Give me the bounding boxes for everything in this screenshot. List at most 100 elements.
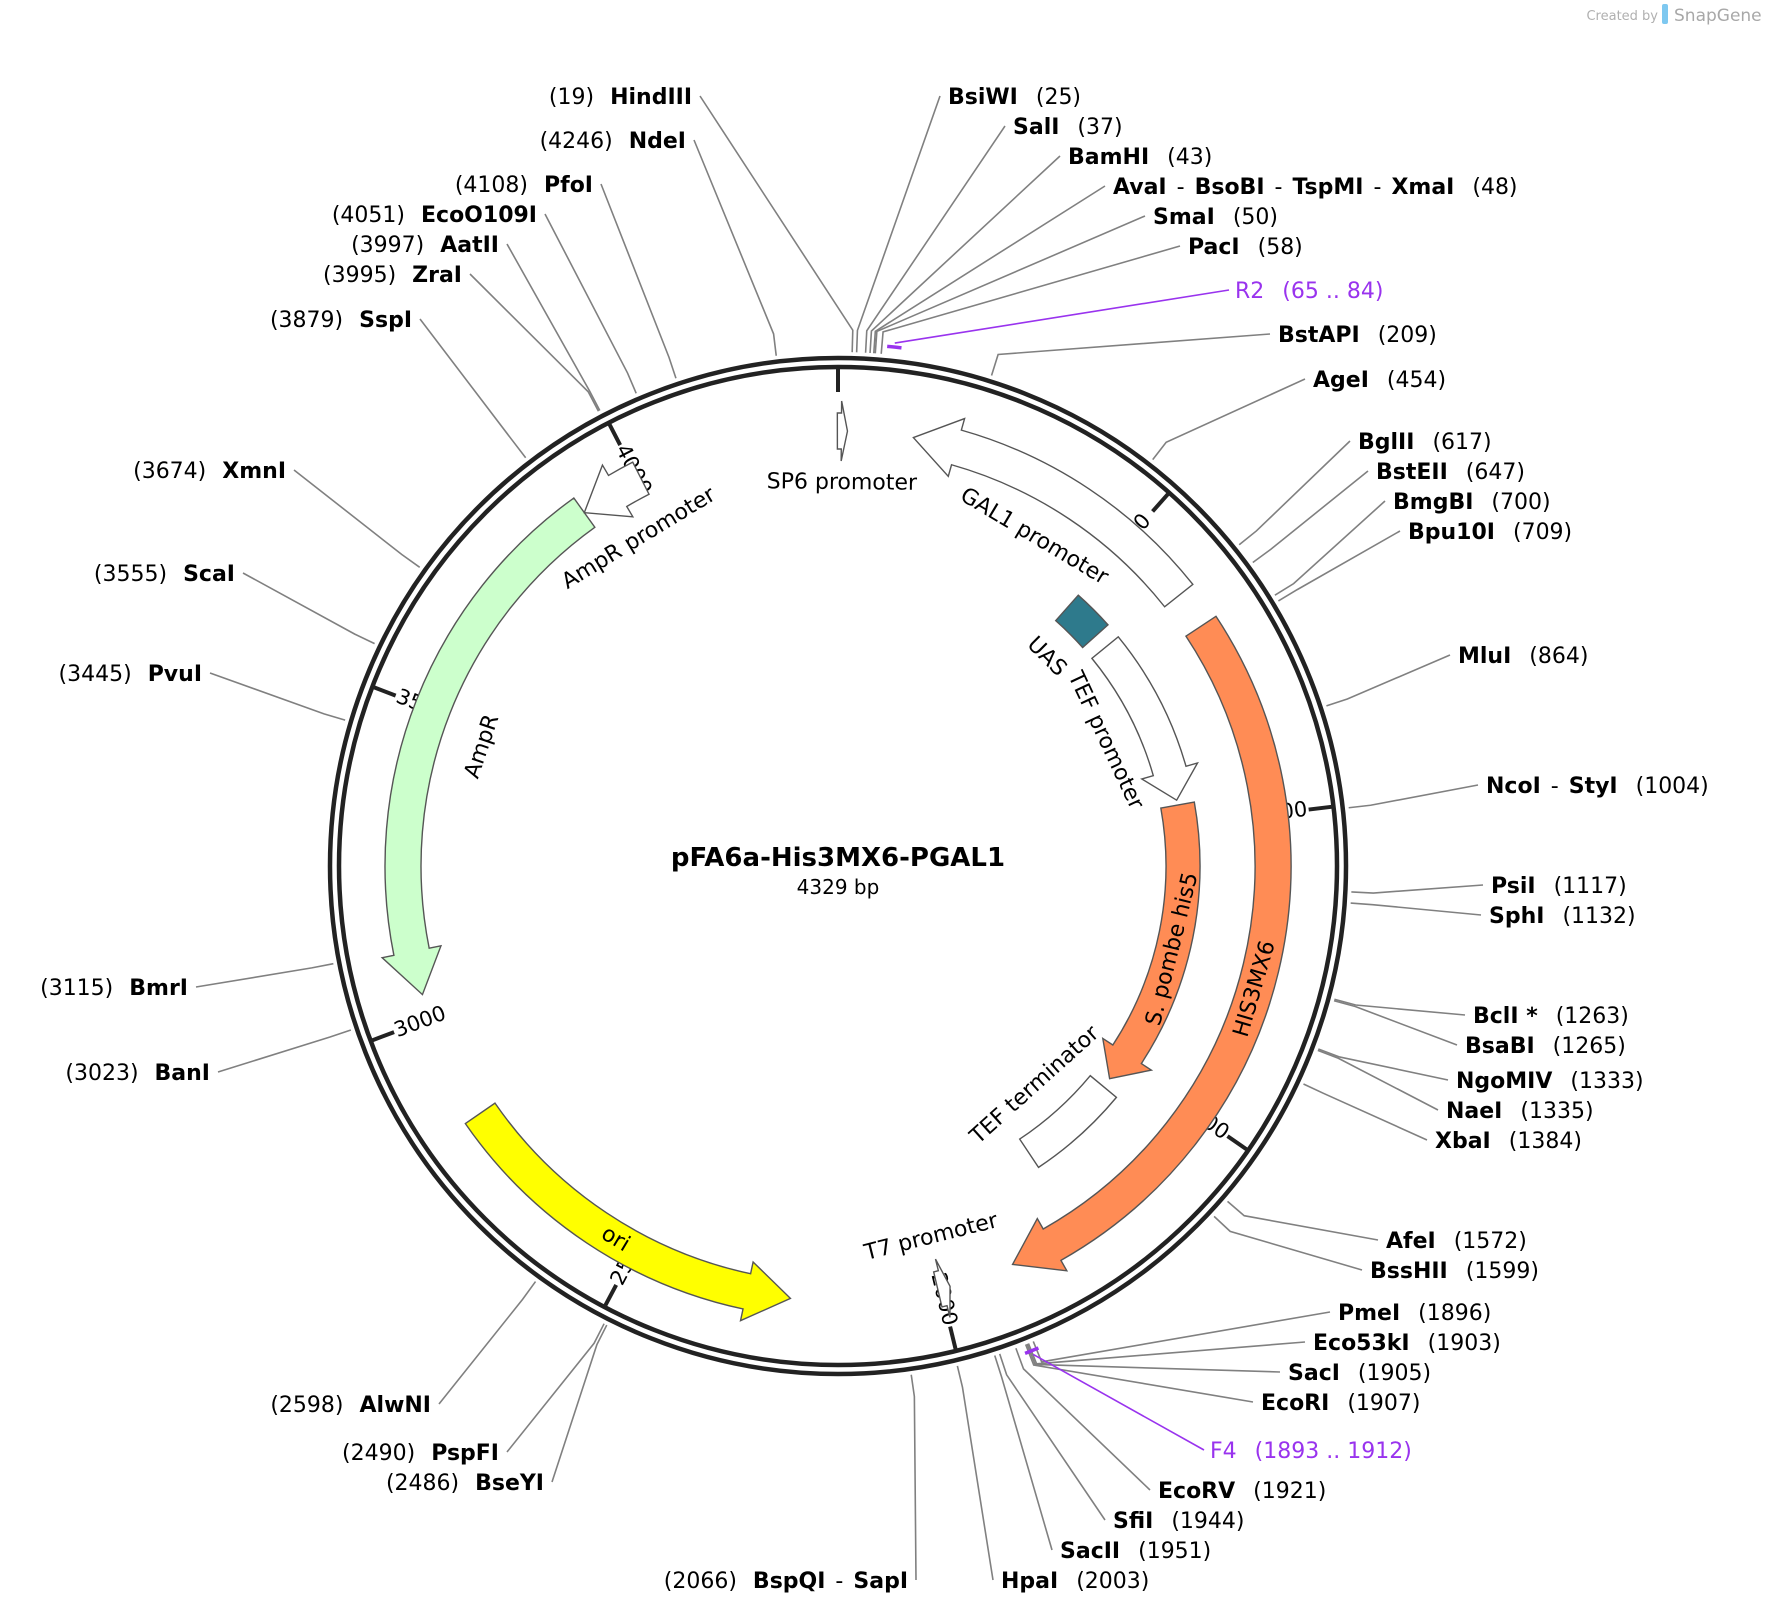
site-position: (1599) xyxy=(1466,1259,1539,1284)
leader-pfoi xyxy=(600,183,677,379)
site-position: (3023) xyxy=(65,1061,138,1086)
site-position: (3997) xyxy=(351,233,424,258)
backbone xyxy=(327,355,1349,1377)
site-mlui[interactable]: MluI (864) xyxy=(1458,644,1588,669)
site-bglii[interactable]: BglII(617) xyxy=(1358,430,1492,455)
site-scai[interactable]: (3555) ScaI xyxy=(94,562,235,587)
site-enzyme-name: XmnI xyxy=(222,459,286,484)
site-enzyme-name: BsiWI xyxy=(948,85,1018,110)
site-enzyme-name: AlwNI xyxy=(360,1393,432,1418)
site-enzyme-name: NaeI xyxy=(1446,1099,1502,1124)
primer-arc-r2 xyxy=(887,344,902,350)
site-saci[interactable]: SacI(1905) xyxy=(1288,1361,1431,1386)
site-bsshii[interactable]: BssHII(1599) xyxy=(1370,1259,1539,1284)
site-bspqi-sapi[interactable]: (2066)BspQI-SapI xyxy=(664,1569,908,1594)
primer-arc-f4 xyxy=(1024,1346,1040,1355)
site-enzyme-name: SalI xyxy=(1013,115,1059,140)
site-enzyme-name: AfeI xyxy=(1386,1229,1436,1254)
site-enzyme-name: BstAPI xyxy=(1278,323,1360,348)
site-eco53ki[interactable]: Eco53kI(1903) xyxy=(1313,1331,1501,1356)
site-ngomiv[interactable]: NgoMIV(1333) xyxy=(1456,1069,1644,1094)
site-position: (4246) xyxy=(540,129,613,154)
site-bamhi[interactable]: BamHI(43) xyxy=(1068,145,1212,170)
site-pspfi[interactable]: (2490)PspFI xyxy=(342,1441,499,1466)
leader-xmni xyxy=(293,469,421,568)
site-bmgbi[interactable]: BmgBI(700) xyxy=(1393,490,1551,515)
site-position: (864) xyxy=(1529,644,1588,669)
primer-label-r2: R2 (65 .. 84) xyxy=(1235,279,1383,304)
site-bani[interactable]: (3023)BanI xyxy=(65,1061,210,1086)
site-bsteii[interactable]: BstEII(647) xyxy=(1376,460,1525,485)
site-ncoi-styi[interactable]: NcoI-StyI(1004) xyxy=(1486,774,1709,799)
site-position: (1896) xyxy=(1418,1301,1491,1326)
site-avai-bsobi-tspmi-xmai[interactable]: AvaI-BsoBI-TspMI-XmaI(48) xyxy=(1113,175,1518,200)
site-aatii[interactable]: (3997)AatII xyxy=(351,233,499,258)
site-enzyme-name: MluI xyxy=(1458,644,1511,669)
site-enzyme-name: SphI xyxy=(1489,904,1544,929)
primer-name: R2 xyxy=(1235,279,1264,304)
site-smai[interactable]: SmaI(50) xyxy=(1153,205,1278,230)
primer-range: (65 .. 84) xyxy=(1282,279,1383,304)
site-enzyme-name: ScaI xyxy=(183,562,235,587)
site-enzyme-name: EcoO109I xyxy=(421,203,537,228)
site-enzyme-name: XbaI xyxy=(1435,1129,1491,1154)
site-hindiii[interactable]: (19)HindIII xyxy=(549,85,692,110)
site-enzyme-name: EcoRV xyxy=(1158,1479,1235,1504)
site-xmni[interactable]: (3674) XmnI xyxy=(133,459,286,484)
site-position: (4108) xyxy=(455,173,528,198)
site-position: (1907) xyxy=(1347,1391,1420,1416)
site-position: (1921) xyxy=(1253,1479,1326,1504)
leader-sacii xyxy=(993,1355,1053,1551)
site-alwni[interactable]: (2598)AlwNI xyxy=(270,1393,431,1418)
site-separator: - xyxy=(1177,175,1185,200)
site-xbai[interactable]: XbaI(1384) xyxy=(1435,1129,1582,1154)
site-ecorv[interactable]: EcoRV (1921) xyxy=(1158,1479,1326,1504)
site-position: (454) xyxy=(1387,368,1446,393)
site-pvui[interactable]: (3445)PvuI xyxy=(59,662,202,687)
site-enzyme-name: XmaI xyxy=(1391,175,1454,200)
leader-bsteii xyxy=(1252,470,1369,564)
site-enzyme-name: PsiI xyxy=(1491,874,1536,899)
feature-sp6-promoter xyxy=(836,400,849,462)
site-leader-lines xyxy=(195,95,1484,1581)
site-enzyme-name: ZraI xyxy=(412,263,462,288)
site-enzyme-name: Bpu10I xyxy=(1408,520,1495,545)
site-sphi[interactable]: SphI(1132) xyxy=(1489,904,1636,929)
site-agei[interactable]: AgeI(454) xyxy=(1313,368,1446,393)
site-enzyme-name: BsaBI xyxy=(1465,1034,1535,1059)
site-bpu10i[interactable]: Bpu10I(709) xyxy=(1408,520,1572,545)
site-bmri[interactable]: (3115)BmrI xyxy=(40,976,188,1001)
leader-bcli xyxy=(1334,998,1466,1016)
site-ecori[interactable]: EcoRI(1907) xyxy=(1261,1391,1420,1416)
site-position: (2066) xyxy=(664,1569,737,1594)
site-sfii[interactable]: SfiI(1944) xyxy=(1113,1509,1245,1534)
site-sspi[interactable]: (3879)SspI xyxy=(270,308,412,333)
site-bcli[interactable]: BclI *(1263) xyxy=(1473,1004,1629,1029)
site-bseyi[interactable]: (2486)BseYI xyxy=(386,1471,544,1496)
site-ndei[interactable]: (4246)NdeI xyxy=(540,129,686,154)
site-bsiwi[interactable]: BsiWI(25) xyxy=(948,85,1081,110)
site-pfoi[interactable]: (4108)PfoI xyxy=(455,173,593,198)
site-psii[interactable]: PsiI(1117) xyxy=(1491,874,1627,899)
site-position: (3674) xyxy=(133,459,206,484)
site-sali[interactable]: SalI(37) xyxy=(1013,115,1123,140)
site-position: (3555) xyxy=(94,562,167,587)
site-position: (3115) xyxy=(40,976,113,1001)
site-afei[interactable]: AfeI(1572) xyxy=(1386,1229,1527,1254)
leader-scai xyxy=(242,572,375,645)
site-sacii[interactable]: SacII(1951) xyxy=(1060,1539,1211,1564)
site-zrai[interactable]: (3995)ZraI xyxy=(323,263,462,288)
tick-2500 xyxy=(603,1283,618,1307)
site-position: (58) xyxy=(1258,235,1303,260)
site-ecoo109i[interactable]: (4051)EcoO109I xyxy=(332,203,537,228)
site-pmei[interactable]: PmeI(1896) xyxy=(1338,1301,1491,1326)
site-bstapi[interactable]: BstAPI(209) xyxy=(1278,323,1437,348)
site-separator: - xyxy=(1275,175,1283,200)
site-naei[interactable]: NaeI(1335) xyxy=(1446,1099,1594,1124)
primer-leader-r2 xyxy=(894,289,1230,344)
site-hpai[interactable]: HpaI(2003) xyxy=(1001,1569,1149,1594)
site-paci[interactable]: PacI(58) xyxy=(1188,235,1303,260)
site-bsabi[interactable]: BsaBI(1265) xyxy=(1465,1034,1626,1059)
